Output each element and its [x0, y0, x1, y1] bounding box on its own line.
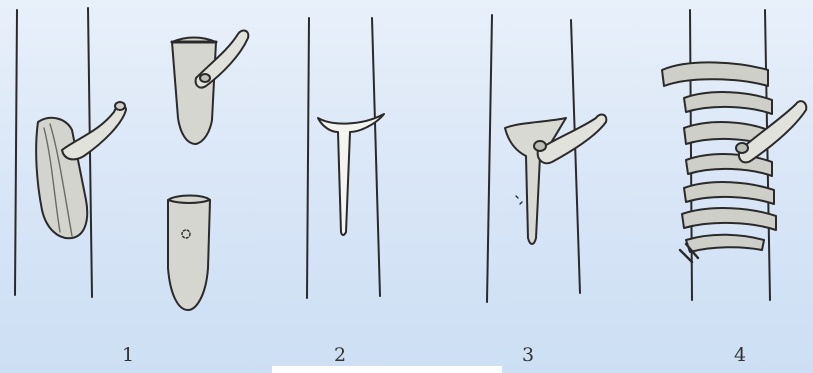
- stem-line-left: [15, 10, 17, 295]
- stem-line-right: [765, 10, 770, 300]
- bud-chip-top: [172, 38, 216, 145]
- stem-line-left: [487, 15, 492, 302]
- stem-line-right: [372, 18, 380, 296]
- t-cut: [318, 114, 384, 235]
- step-2-figure: [307, 18, 384, 298]
- step-label-1: 1: [122, 344, 134, 366]
- inserted-bark-flap: [505, 118, 566, 244]
- caption-strip: [272, 366, 502, 373]
- step-label-3: 3: [522, 344, 534, 366]
- step-label-2: 2: [334, 344, 346, 366]
- stem-line-right: [571, 20, 580, 293]
- step-4-figure: [662, 10, 806, 300]
- tying-wraps: [662, 62, 776, 262]
- step-label-4: 4: [734, 344, 746, 366]
- step-1-figure: [15, 8, 248, 310]
- stem-line-left: [690, 10, 692, 300]
- stem-line-left: [307, 18, 309, 298]
- bark-chip-bottom: [168, 196, 210, 311]
- step-3-figure: [487, 15, 606, 302]
